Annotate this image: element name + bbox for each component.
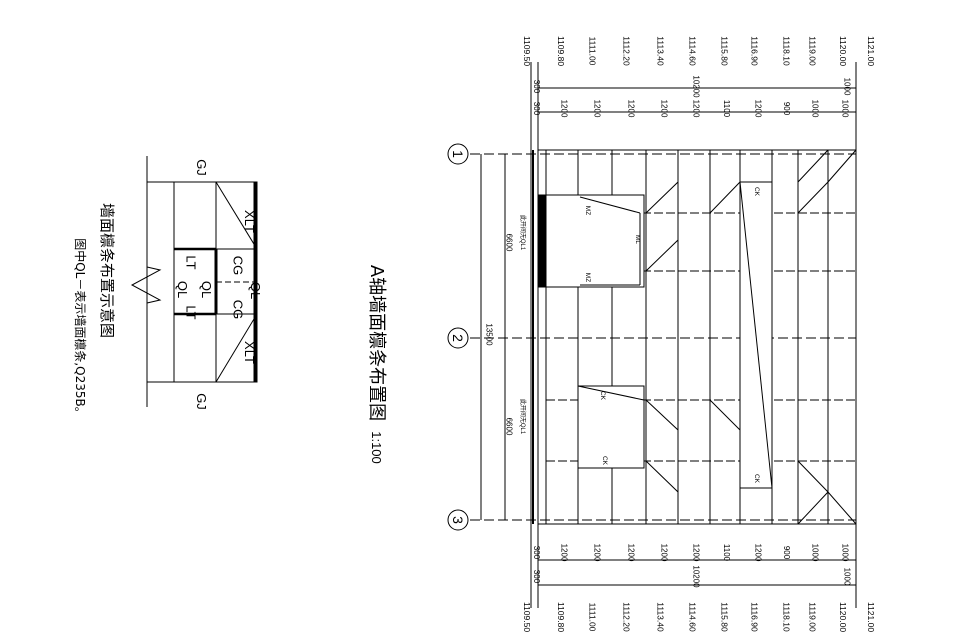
dim-row2-top-2: 1200 bbox=[592, 99, 602, 118]
window2-mark-top: CK bbox=[753, 186, 761, 197]
legend-schematic bbox=[130, 156, 258, 407]
door-mark-top: MZ bbox=[584, 205, 592, 216]
legend-gj-top: GJ bbox=[193, 159, 209, 176]
elev-bot-1: 1109.80 bbox=[556, 601, 567, 633]
axis-label-2: 2 bbox=[449, 334, 466, 342]
dim-row2-top-1: 1200 bbox=[559, 99, 569, 118]
axis-label-1: 1 bbox=[449, 150, 466, 158]
dim-row1-bot-0: 300 bbox=[532, 569, 542, 584]
window1-mark-top: CK bbox=[599, 390, 607, 401]
elev-top-11: 1121.00 bbox=[866, 35, 877, 67]
dim-row2-top-9: 1000 bbox=[810, 99, 820, 118]
elev-top-2: 1111.00 bbox=[587, 36, 598, 66]
elev-top-6: 1115.80 bbox=[719, 36, 730, 66]
legend-lt-right: LT bbox=[183, 305, 199, 320]
elev-bot-8: 1118.10 bbox=[781, 602, 792, 632]
axis-bubble-3 bbox=[447, 509, 469, 531]
legend-ql-mid-right: QL bbox=[175, 280, 191, 299]
dim-bay2: 6600 bbox=[504, 417, 514, 436]
dim-total: 13500 bbox=[484, 323, 494, 346]
dim-row2-bot-10: 1000 bbox=[840, 543, 850, 562]
dim-row2-top-5: 1200 bbox=[691, 99, 701, 118]
window2-mark-bottom: CK bbox=[753, 473, 761, 484]
door-mark-bottom: MZ bbox=[584, 272, 592, 283]
dim-row2-bot-9: 1000 bbox=[810, 543, 820, 562]
elev-top-1: 1109.80 bbox=[556, 35, 567, 67]
legend-title: 墙面檩条布置示意图 bbox=[98, 202, 117, 339]
dim-row1-top-2: 1000 bbox=[842, 77, 852, 96]
elev-top-3: 1112.20 bbox=[621, 36, 632, 66]
elev-top-0: 1109.50 bbox=[522, 35, 533, 67]
legend-xlt-top: XLT bbox=[241, 210, 257, 233]
dim-row2-top-8: 900 bbox=[782, 101, 792, 116]
dim-row2-bot-8: 900 bbox=[782, 545, 792, 560]
dim-row2-top-0: 300 bbox=[532, 101, 542, 116]
elev-bot-11: 1121.00 bbox=[866, 601, 877, 633]
dim-row2-bot-3: 1200 bbox=[626, 543, 636, 562]
drawing-title: A轴墙面檩条布置图 bbox=[366, 264, 388, 422]
elev-bot-3: 1112.20 bbox=[621, 602, 632, 632]
dim-row2-top-10: 1000 bbox=[840, 99, 850, 118]
elev-top-4: 1113.40 bbox=[655, 36, 666, 66]
axis-label-3: 3 bbox=[449, 516, 466, 524]
dim-row2-top-7: 1200 bbox=[753, 99, 763, 118]
elev-top-7: 1116.90 bbox=[749, 36, 760, 66]
dimension-lines bbox=[480, 62, 857, 608]
dim-bay1-note: 此开间无QL1 bbox=[519, 214, 526, 251]
window1-mark-bottom: CK bbox=[601, 455, 609, 466]
legend-note: 图中QL－表示墙面檩条,Q235B。 bbox=[72, 238, 87, 419]
axis-bubble-1 bbox=[447, 143, 469, 165]
elev-bot-6: 1115.80 bbox=[719, 602, 730, 632]
dim-row2-top-4: 1200 bbox=[659, 99, 669, 118]
elev-bot-4: 1113.40 bbox=[655, 602, 666, 632]
legend-cg-right: CG bbox=[230, 299, 246, 320]
dim-row2-bot-0: 300 bbox=[532, 545, 542, 560]
dim-row2-bot-1: 1200 bbox=[559, 543, 569, 562]
dim-row1-top-1: 10200 bbox=[691, 75, 701, 98]
dim-row2-bot-7: 1200 bbox=[753, 543, 763, 562]
dim-bay1: 6600 bbox=[504, 233, 514, 252]
legend-ql-top: QL bbox=[248, 281, 264, 300]
elev-bot-10: 1120.00 bbox=[838, 601, 849, 633]
dim-bay2-note: 此开间无QL1 bbox=[519, 398, 526, 435]
drawing-scale: 1:100 bbox=[368, 431, 384, 464]
elev-top-10: 1120.00 bbox=[838, 35, 849, 67]
door-beam-mark: ML bbox=[634, 234, 642, 245]
dim-row2-bot-6: 1100 bbox=[722, 543, 732, 562]
elev-bot-2: 1111.00 bbox=[587, 602, 598, 632]
elev-top-8: 1118.10 bbox=[781, 36, 792, 66]
wall-elevation bbox=[470, 62, 857, 608]
elev-top-9: 1119.00 bbox=[807, 36, 818, 66]
dim-row1-bot-2: 1000 bbox=[842, 567, 852, 586]
dim-row2-bot-2: 1200 bbox=[592, 543, 602, 562]
legend-lt-left: LT bbox=[183, 255, 199, 270]
dim-row2-bot-4: 1200 bbox=[659, 543, 669, 562]
dim-row2-top-6: 1100 bbox=[722, 99, 732, 118]
axis-bubbles bbox=[447, 143, 469, 531]
legend-cg-left: CG bbox=[230, 255, 246, 276]
axis-bubble-2 bbox=[447, 327, 469, 349]
dim-row1-bot-1: 10200 bbox=[691, 565, 701, 588]
elev-bot-9: 1119.00 bbox=[807, 602, 818, 632]
elev-top-5: 1114.60 bbox=[687, 36, 698, 66]
dim-row2-bot-5: 1200 bbox=[691, 543, 701, 562]
elev-bot-7: 1116.90 bbox=[749, 602, 760, 632]
dim-row1-top-0: 300 bbox=[532, 79, 542, 94]
elev-bot-0: 1109.50 bbox=[522, 601, 533, 633]
dim-row2-top-3: 1200 bbox=[626, 99, 636, 118]
elev-bot-5: 1114.60 bbox=[687, 602, 698, 632]
legend-ql-mid-left: QL bbox=[199, 280, 215, 299]
legend-gj-bottom: GJ bbox=[193, 393, 209, 410]
legend-xlt-bottom: XLT bbox=[241, 341, 257, 364]
